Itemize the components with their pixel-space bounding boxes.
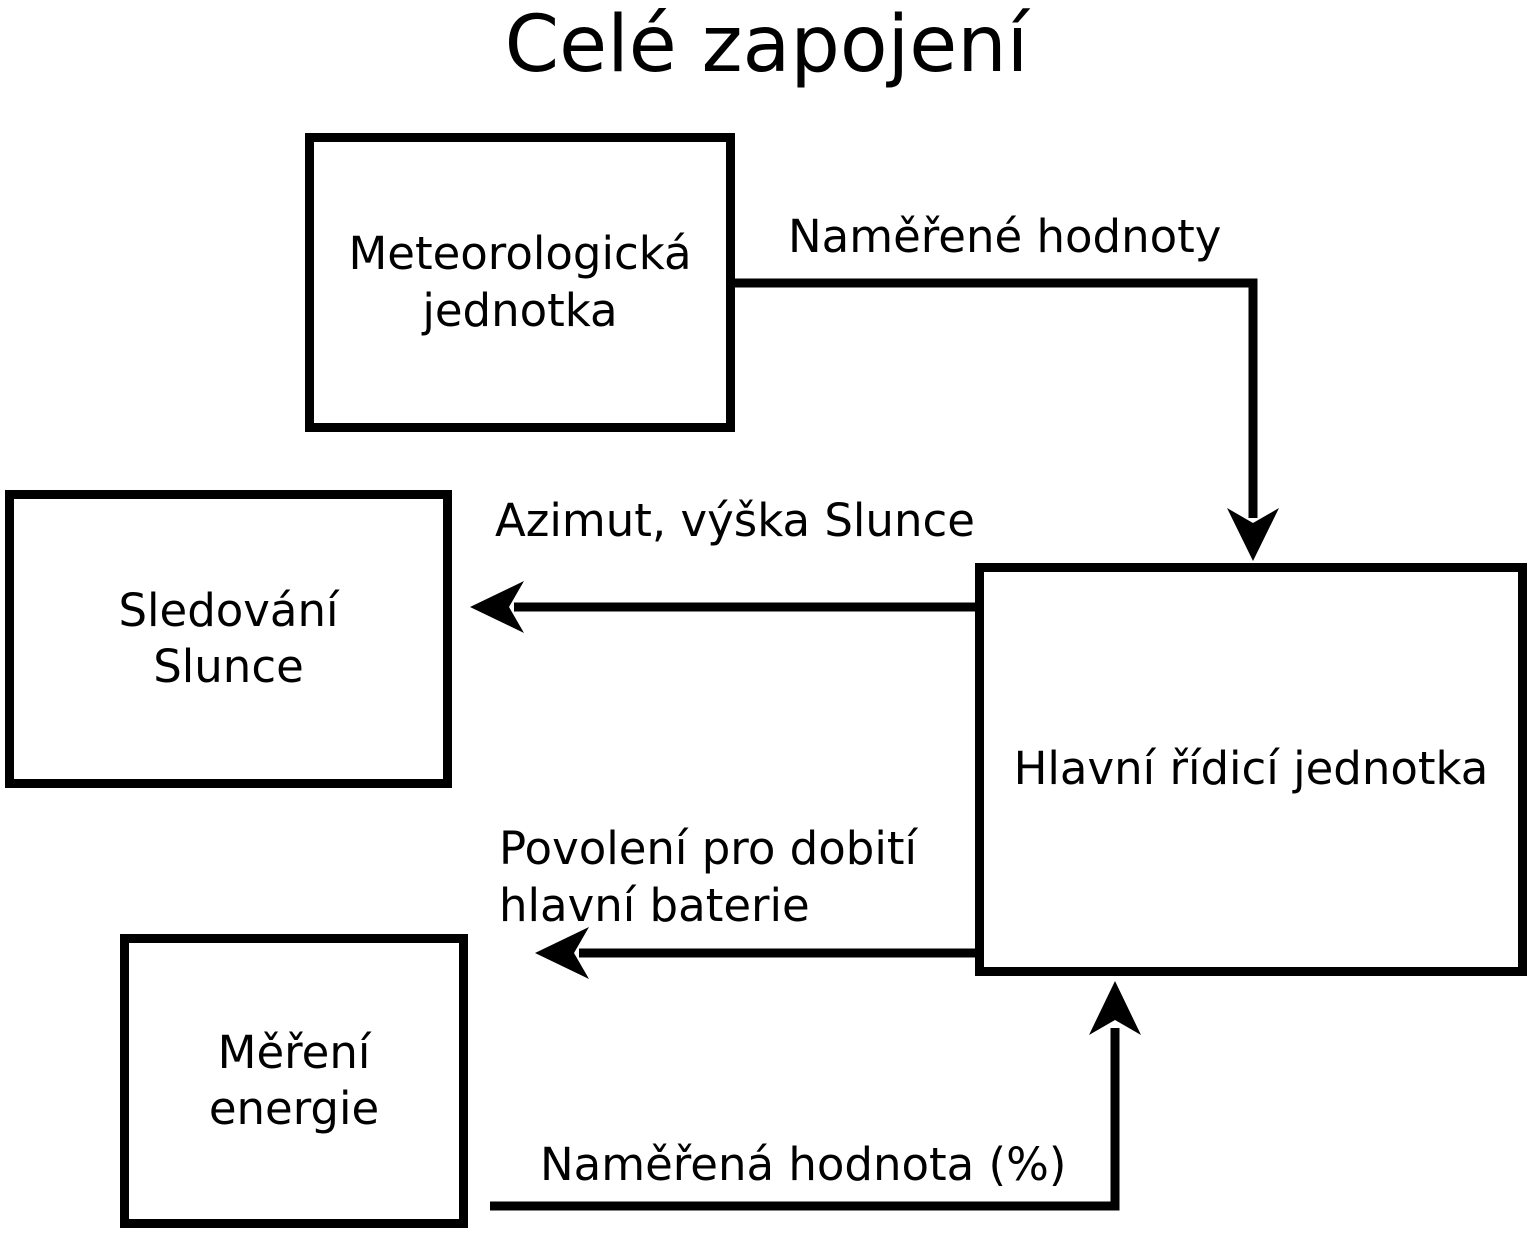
- arrowhead-down-icon: [1227, 508, 1279, 561]
- box-label-mereni-energie: Měření energie: [208, 1025, 380, 1135]
- arrow-line: [490, 1028, 1120, 1211]
- edge-label-namerena-hodnota: Naměřená hodnota (%): [540, 1138, 1067, 1191]
- arrow-namerena-hodnota: [490, 981, 1141, 1211]
- box-label-sledovani-slunce: Sledování Slunce: [118, 583, 339, 693]
- arrow-line: [735, 278, 1258, 518]
- edge-label-azimut-vyska-slunce: Azimut, výška Slunce: [495, 494, 975, 547]
- box-label-hlavni-ridici-jednotka: Hlavní řídicí jednotka: [1013, 742, 1489, 796]
- arrowhead-left-icon: [470, 581, 524, 633]
- arrow-azimut-vyska-slunce: [470, 581, 975, 633]
- arrowhead-left-icon: [535, 927, 589, 979]
- edge-label-namerene-hodnoty: Naměřené hodnoty: [788, 210, 1222, 263]
- arrowhead-up-icon: [1089, 981, 1141, 1035]
- arrow-namerene-hodnoty: [735, 278, 1279, 561]
- arrow-povoleni-pro-dobiti: [535, 927, 975, 979]
- diagram-title: Celé zapojení: [504, 0, 1029, 90]
- box-meteorologicka-jednotka: Meteorologická jednotka: [305, 133, 735, 432]
- box-mereni-energie: Měření energie: [120, 934, 468, 1228]
- box-sledovani-slunce: Sledování Slunce: [5, 490, 452, 788]
- edge-label-povoleni-pro-dobiti: Povolení pro dobití hlavní baterie: [499, 822, 917, 933]
- box-label-meteorologicka-jednotka: Meteorologická jednotka: [348, 227, 692, 337]
- box-hlavni-ridici-jednotka: Hlavní řídicí jednotka: [975, 563, 1527, 976]
